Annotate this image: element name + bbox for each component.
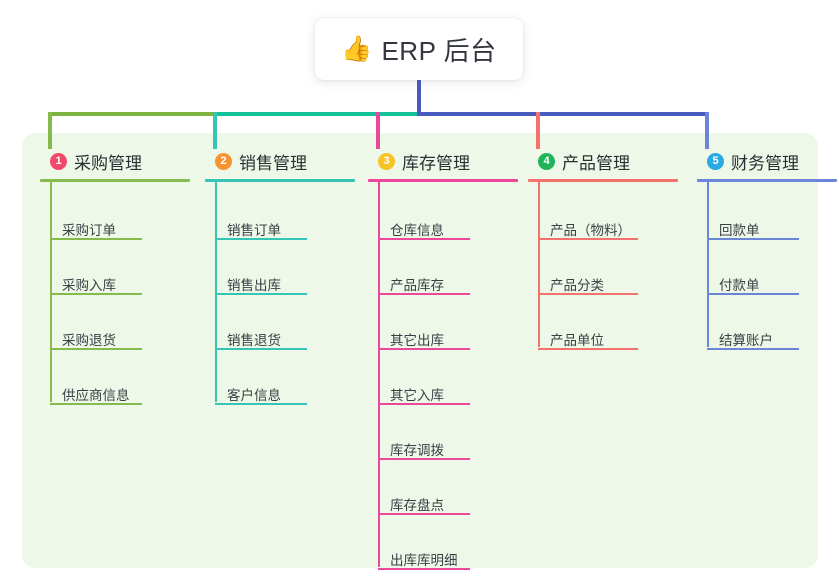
leaf-label-3-1[interactable]: 仓库信息: [390, 223, 444, 238]
leaf-label-3-2[interactable]: 产品库存: [390, 278, 444, 293]
leaf-rule-3-2: [378, 293, 470, 295]
leaf-rule-2-1: [215, 238, 307, 240]
column-3: 3 库存管理仓库信息产品库存其它出库其它入库库存调拨库存盘点出库库明细: [368, 149, 518, 570]
leaf-label-4-1[interactable]: 产品（物料）: [550, 223, 631, 238]
thumbs-up-icon: 👍: [341, 34, 373, 63]
column-badge-2: 2: [215, 152, 232, 170]
leaf-label-2-1[interactable]: 销售订单: [227, 223, 281, 238]
column-5: 5 财务管理回款单付款单结算账户: [697, 149, 837, 350]
column-spine-3: [378, 182, 380, 567]
column-header-1[interactable]: 1 采购管理: [40, 149, 190, 173]
leaf-rule-2-4: [215, 403, 307, 405]
leaf-label-1-4[interactable]: 供应商信息: [62, 388, 130, 403]
leaf-rule-3-1: [378, 238, 470, 240]
root-stem-line: [417, 80, 421, 116]
leaf-rule-4-2: [538, 293, 638, 295]
column-header-5[interactable]: 5 财务管理: [697, 149, 837, 173]
leaf-rule-5-2: [707, 293, 799, 295]
bus-drop-2: [213, 112, 217, 149]
leaf-label-3-3[interactable]: 其它出库: [390, 333, 444, 348]
column-body-1: 采购订单采购入库采购退货供应商信息: [40, 182, 190, 405]
bus-drop-4: [536, 112, 540, 149]
leaf-rule-3-3: [378, 348, 470, 350]
leaf-label-3-6[interactable]: 库存盘点: [390, 498, 444, 513]
column-header-2[interactable]: 2 销售管理: [205, 149, 355, 173]
leaf-rule-3-7: [378, 568, 470, 570]
leaf-label-3-4[interactable]: 其它入库: [390, 388, 444, 403]
leaf-label-5-3[interactable]: 结算账户: [719, 333, 773, 348]
column-header-3[interactable]: 3 库存管理: [368, 149, 518, 173]
leaf-rule-4-1: [538, 238, 638, 240]
leaf-label-5-2[interactable]: 付款单: [719, 278, 760, 293]
leaf-rule-1-4: [50, 403, 142, 405]
column-badge-5: 5: [707, 152, 724, 170]
leaf-rule-3-4: [378, 403, 470, 405]
column-body-2: 销售订单销售出库销售退货客户信息: [205, 182, 355, 405]
leaf-label-1-3[interactable]: 采购退货: [62, 333, 116, 348]
column-rule-1: [40, 179, 190, 182]
column-badge-1: 1: [50, 152, 67, 170]
column-title-5: 财务管理: [731, 153, 799, 173]
leaf-label-1-2[interactable]: 采购入库: [62, 278, 116, 293]
leaf-label-4-3[interactable]: 产品单位: [550, 333, 604, 348]
leaf-label-2-2[interactable]: 销售出库: [227, 278, 281, 293]
bus-segment-right: [417, 112, 709, 116]
mindmap-panel: [22, 133, 818, 568]
column-rule-4: [528, 179, 678, 182]
column-rule-5: [697, 179, 837, 182]
leaf-label-2-3[interactable]: 销售退货: [227, 333, 281, 348]
column-body-3: 仓库信息产品库存其它出库其它入库库存调拨库存盘点出库库明细: [368, 182, 518, 570]
leaf-rule-3-5: [378, 458, 470, 460]
leaf-rule-3-6: [378, 513, 470, 515]
root-node-erp-backend[interactable]: 👍 ERP 后台: [315, 18, 523, 80]
leaf-label-3-5[interactable]: 库存调拨: [390, 443, 444, 458]
bus-drop-3: [376, 112, 380, 149]
column-spine-2: [215, 182, 217, 402]
column-title-3: 库存管理: [402, 153, 470, 173]
bus-segment-left: [48, 112, 217, 116]
column-4: 4 产品管理产品（物料） 产品分类产品单位: [528, 149, 678, 350]
leaf-label-4-2[interactable]: 产品分类: [550, 278, 604, 293]
leaf-label-1-1[interactable]: 采购订单: [62, 223, 116, 238]
leaf-rule-1-1: [50, 238, 142, 240]
column-rule-3: [368, 179, 518, 182]
leaf-rule-1-2: [50, 293, 142, 295]
column-spine-1: [50, 182, 52, 402]
leaf-rule-5-3: [707, 348, 799, 350]
bus-drop-5: [705, 112, 709, 149]
leaf-rule-2-3: [215, 348, 307, 350]
column-2: 2 销售管理销售订单销售出库销售退货客户信息: [205, 149, 355, 405]
leaf-rule-4-3: [538, 348, 638, 350]
column-badge-3: 3: [378, 152, 395, 170]
bus-drop-1: [48, 112, 52, 149]
column-spine-4: [538, 182, 540, 347]
column-title-1: 采购管理: [74, 153, 142, 173]
column-header-4[interactable]: 4 产品管理: [528, 149, 678, 173]
column-1: 1 采购管理采购订单采购入库采购退货供应商信息: [40, 149, 190, 405]
column-title-4: 产品管理: [562, 153, 630, 173]
leaf-rule-1-3: [50, 348, 142, 350]
leaf-label-5-1[interactable]: 回款单: [719, 223, 760, 238]
leaf-rule-2-2: [215, 293, 307, 295]
column-badge-4: 4: [538, 152, 555, 170]
column-body-5: 回款单付款单结算账户: [697, 182, 837, 350]
leaf-label-3-7[interactable]: 出库库明细: [390, 553, 458, 568]
column-title-2: 销售管理: [239, 153, 307, 173]
leaf-rule-5-1: [707, 238, 799, 240]
leaf-label-2-4[interactable]: 客户信息: [227, 388, 281, 403]
bus-segment-mid: [213, 112, 421, 116]
root-node-title: ERP 后台: [381, 35, 497, 66]
column-body-4: 产品（物料） 产品分类产品单位: [528, 182, 678, 350]
column-rule-2: [205, 179, 355, 182]
column-spine-5: [707, 182, 709, 347]
